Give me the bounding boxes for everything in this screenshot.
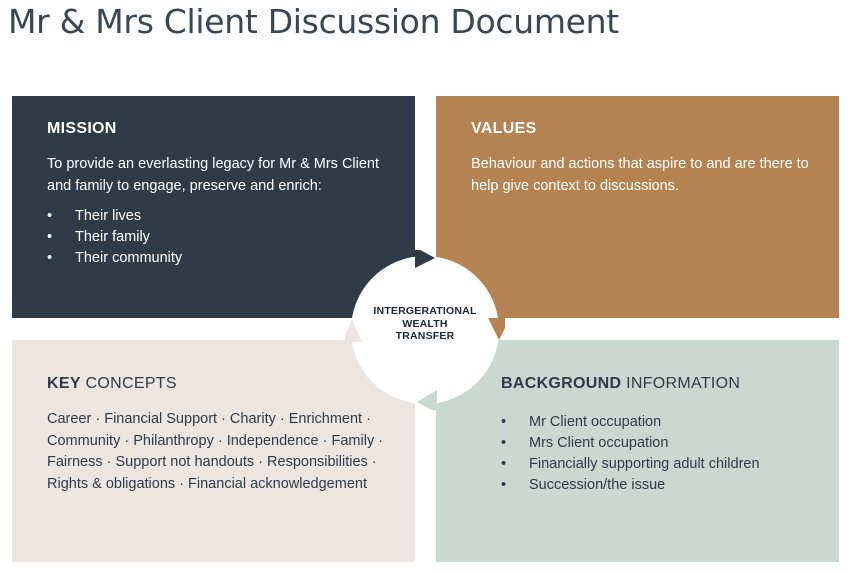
- key-concepts-panel: KEY CONCEPTS Career · Financial Support …: [12, 340, 415, 562]
- arrow-up-icon: [345, 320, 362, 342]
- list-item: Their lives: [47, 206, 385, 227]
- background-list: Mr Client occupation Mrs Client occupati…: [501, 412, 809, 496]
- arrow-left-icon: [417, 390, 437, 410]
- background-heading: BACKGROUND INFORMATION: [501, 373, 809, 395]
- background-panel: BACKGROUND INFORMATION Mr Client occupat…: [436, 340, 839, 562]
- cycle-arrows-svg: [345, 250, 505, 410]
- values-text: Behaviour and actions that aspire to and…: [471, 156, 809, 194]
- mission-panel: MISSION To provide an everlasting legacy…: [12, 96, 415, 318]
- arrow-right-icon: [415, 250, 435, 268]
- key-concepts-heading: KEY CONCEPTS: [47, 373, 385, 395]
- heading-bold: BACKGROUND: [501, 375, 622, 392]
- mission-text: To provide an everlasting legacy for Mr …: [47, 156, 380, 194]
- center-label: INTERGERATIONAL WEALTH TRANSFER: [345, 305, 505, 343]
- page-title: Mr & Mrs Client Discussion Document: [8, 2, 619, 41]
- values-panel: VALUES Behaviour and actions that aspire…: [436, 96, 839, 318]
- center-label-line: TRANSFER: [395, 330, 455, 342]
- mission-list: Their lives Their family Their community: [47, 206, 385, 269]
- values-heading: VALUES: [471, 120, 537, 137]
- heading-light: CONCEPTS: [80, 375, 177, 392]
- center-label-line: WEALTH: [402, 317, 448, 330]
- center-circle: [351, 256, 499, 404]
- mission-heading: MISSION: [47, 120, 117, 137]
- list-item: Mr Client occupation: [501, 412, 809, 433]
- list-item: Succession/the issue: [501, 475, 809, 496]
- list-item: Their community: [47, 248, 385, 269]
- list-item: Mrs Client occupation: [501, 433, 809, 454]
- list-item: Financially supporting adult children: [501, 454, 809, 475]
- cycle-diagram: INTERGERATIONAL WEALTH TRANSFER: [345, 250, 505, 410]
- list-item: Their family: [47, 227, 385, 248]
- heading-bold: KEY: [47, 375, 81, 392]
- key-concepts-text: Career · Financial Support · Charity · E…: [47, 411, 384, 492]
- arrow-down-icon: [488, 318, 505, 340]
- center-label-line: INTERGERATIONAL: [373, 305, 477, 317]
- heading-light: INFORMATION: [621, 375, 741, 392]
